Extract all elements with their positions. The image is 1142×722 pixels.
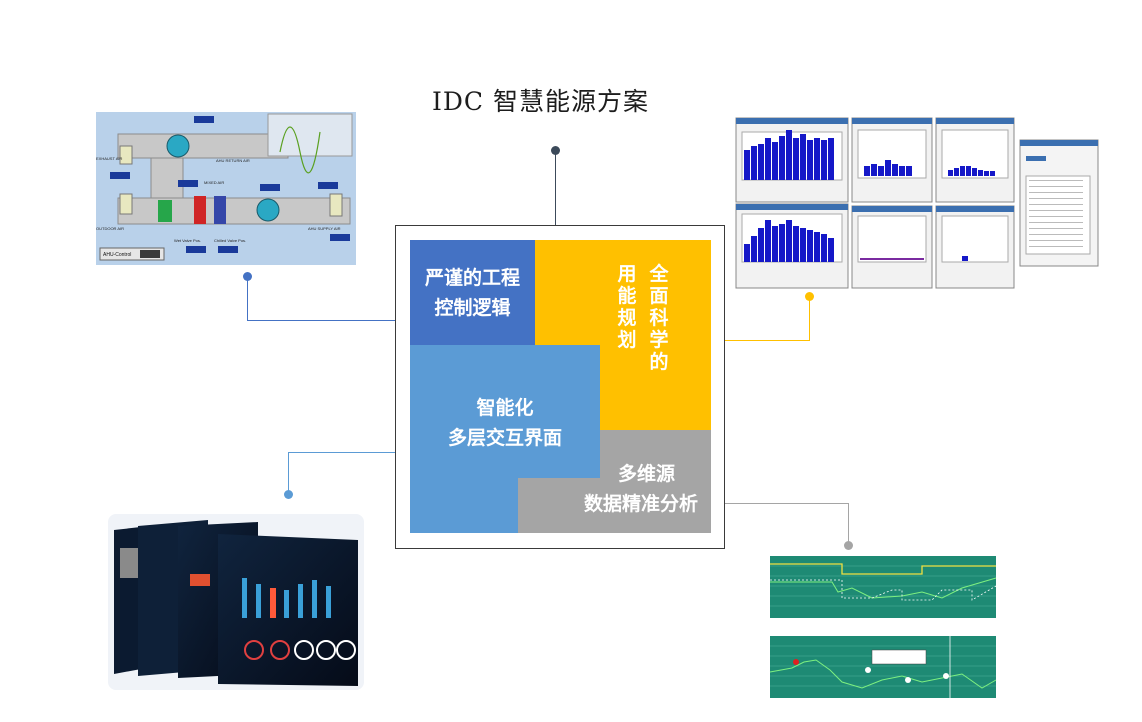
connector-planning-vertical — [809, 298, 810, 341]
interface-line2: 多层交互界面 — [447, 428, 562, 449]
analysis-line1: 多维源 — [617, 464, 675, 485]
connector-control-vertical — [247, 278, 248, 320]
solution-diagram: 严谨的工程 控制逻辑 全面科学的 用能规划 智能化 多层交互界面 多维源 数据精… — [395, 225, 725, 549]
svg-text:Chilled Valve Pos.: Chilled Valve Pos. — [214, 238, 246, 243]
connector-interface-horizontal — [288, 452, 410, 453]
connector-control-horizontal — [247, 320, 410, 321]
dashboard-screenshot — [108, 514, 364, 690]
scada-ahu-screenshot: EXHAUST AIR AHU RETURN AIR MIXED AIR OUT… — [96, 112, 356, 265]
connector-interface-vertical — [288, 452, 289, 494]
connector-interface-dot — [284, 490, 293, 499]
planning-column-1: 全面科学的 — [649, 264, 669, 373]
planning-column-2: 用能规划 — [617, 264, 637, 351]
connector-top — [555, 152, 556, 226]
svg-text:AHU RETURN AIR: AHU RETURN AIR — [216, 158, 250, 163]
interface-line1: 智能化 — [476, 398, 534, 419]
connector-planning-dot — [805, 292, 814, 301]
control-logic-block — [410, 240, 535, 345]
page-title: IDC 智慧能源方案 — [432, 87, 649, 116]
connector-analysis-horizontal — [711, 503, 849, 504]
connector-planning-horizontal — [711, 340, 810, 341]
trend-charts-screenshot — [752, 552, 1006, 714]
connector-top-dot — [551, 146, 560, 155]
svg-text:EXHAUST AIR: EXHAUST AIR — [96, 156, 122, 161]
analysis-block-lower — [518, 478, 711, 533]
svg-text:Wet Valve Pos.: Wet Valve Pos. — [174, 238, 201, 243]
control-logic-line2: 控制逻辑 — [434, 298, 511, 319]
svg-text:AHU SUPPLY AIR: AHU SUPPLY AIR — [308, 226, 341, 231]
svg-text:OUTDOOR AIR: OUTDOOR AIR — [96, 226, 124, 231]
svg-text:MIXED AIR: MIXED AIR — [204, 180, 224, 185]
control-logic-line1: 严谨的工程 — [424, 268, 520, 289]
svg-text:AHU-Control: AHU-Control — [103, 252, 131, 258]
connector-analysis-vertical — [848, 503, 849, 543]
analysis-line2: 数据精准分析 — [583, 494, 698, 515]
connector-analysis-dot — [844, 541, 853, 550]
energy-bar-charts-screenshot — [734, 116, 1100, 290]
connector-control-dot — [243, 272, 252, 281]
